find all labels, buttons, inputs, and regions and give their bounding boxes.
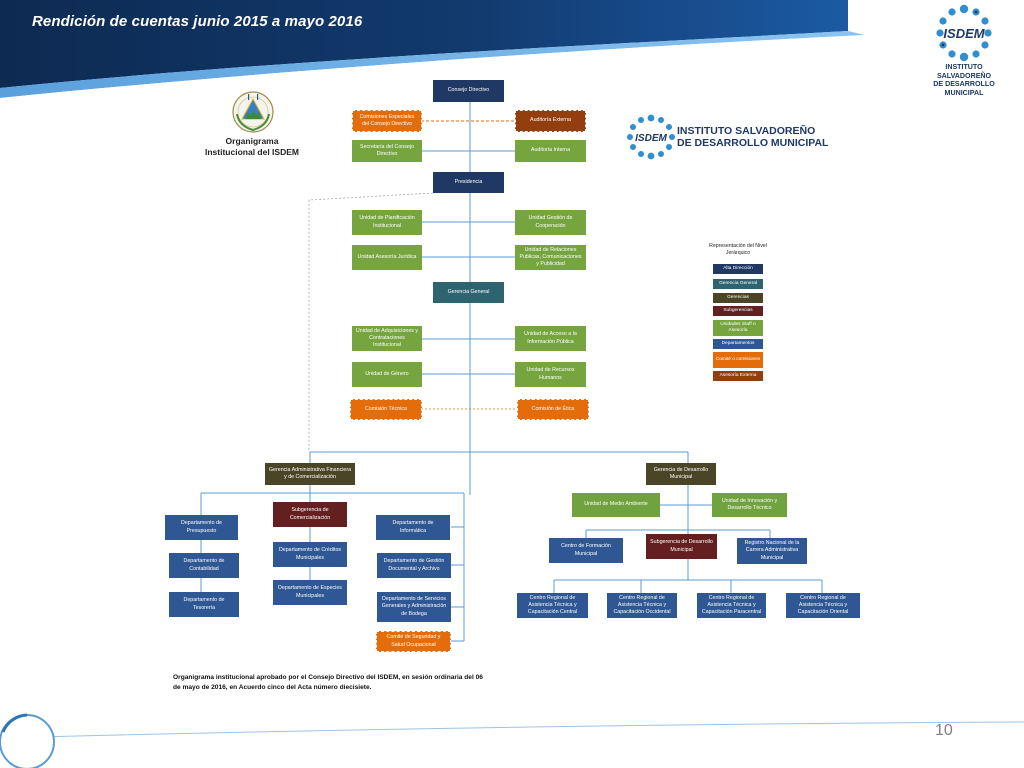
node-cr-central: Centro Regional de Asistencia Técnica y … — [517, 593, 588, 618]
isdem-logo-big-icon: ISDEM — [627, 114, 675, 160]
isdem-logo-text-small: INSTITUTO SALVADOREÑO DE DESARROLLO MUNI… — [933, 63, 995, 97]
svg-text:ISDEM: ISDEM — [943, 26, 985, 41]
node-cr-paracentral: Centro Regional de Asistencia Técnica y … — [697, 593, 766, 618]
page-title: Rendición de cuentas junio 2015 a mayo 2… — [32, 13, 363, 30]
node-sub-comercializacion: Subgerencia de Comercialización — [273, 502, 347, 527]
node-comision-etica: Comisión de Ética — [517, 399, 589, 420]
node-gerencia-administrativa: Gerencia Administrativa Financiera y de … — [265, 463, 355, 485]
node-comite-seguridad: Comité de Seguridad y Salud Ocupacional — [376, 631, 451, 652]
header-banner — [0, 0, 866, 100]
node-medio-ambiente: Unidad de Medio Ambiente — [572, 493, 660, 517]
node-cr-oriental: Centro Regional de Asistencia Técnica y … — [786, 593, 860, 618]
node-consejo-directivo: Consejo Directivo — [433, 80, 504, 102]
node-auditoria-externa: Auditoría Externa — [515, 110, 586, 132]
node-dep-presupuesto: Departamento de Presupuesto — [165, 515, 238, 540]
node-recursos-humanos: Unidad de Recursos Humanos — [515, 362, 586, 387]
node-gerencia-general: Gerencia General — [433, 282, 504, 303]
node-comision-tecnica: Comisión Técnica — [350, 399, 422, 420]
node-centro-formacion: Centro de Formación Municipal — [549, 538, 623, 563]
page-number: 10 — [935, 722, 953, 739]
legend-item-asesoria-externa: Asesoría Externa — [713, 371, 763, 381]
footer-decoration — [0, 713, 1024, 768]
node-dep-especies: Departamento de Especies Municipales — [273, 580, 347, 605]
org-chart-title: Organigrama Institucional del ISDEM — [205, 136, 299, 158]
node-presidencia: Presidencia — [433, 172, 504, 193]
legend-title: Representación del Nivel Jerárquico — [709, 243, 767, 257]
node-comisiones-especiales: Comisiones Especiales del Consejo Direct… — [352, 110, 422, 132]
node-cr-occidental: Centro Regional de Asistencia Técnica y … — [607, 593, 677, 618]
el-salvador-seal-icon — [232, 91, 274, 133]
legend-item-comite: Comité o comisiones — [713, 352, 763, 368]
node-acceso-info: Unidad de Acceso a la Información Públic… — [515, 326, 586, 351]
node-planificacion: Unidad de Planificación Institucional — [352, 210, 422, 235]
node-innovacion: Unidad de Innovación y Desarrollo Técnic… — [712, 493, 787, 517]
legend-item-gerencia-general: Gerencia General — [713, 279, 763, 289]
legend-item-gerencias: Gerencias — [713, 293, 763, 303]
legend-item-subgerencias: Subgerencias — [713, 306, 763, 316]
node-dep-tesoreria: Departamento de Tesorería — [169, 592, 239, 617]
svg-text:ISDEM: ISDEM — [635, 133, 667, 144]
node-asesoria-juridica: Unidad Asesoría Jurídica — [352, 245, 422, 270]
node-dep-informatica: Departamento de Informática — [376, 515, 450, 540]
isdem-logo-text-big: INSTITUTO SALVADOREÑO DE DESARROLLO MUNI… — [677, 125, 829, 150]
legend-item-staff: Unidades Staff o Asesoría — [713, 320, 763, 336]
node-dep-gestion-documental: Departamento de Gestión Documental y Arc… — [377, 553, 451, 578]
node-gerencia-desarrollo: Gerencia de Desarrollo Municipal — [646, 463, 716, 485]
node-gestion-cooperacion: Unidad Gestión de Cooperación — [515, 210, 586, 235]
node-auditoria-interna: Auditoría Interna — [515, 140, 586, 162]
node-sub-desarrollo: Subgerencia de Desarrollo Municipal — [646, 534, 717, 559]
node-dep-servicios-generales: Departamento de Servicios Generales y Ad… — [377, 592, 451, 622]
approval-caption: Organigrama institucional aprobado por e… — [173, 674, 483, 691]
isdem-logo-ring-icon: ISDEM — [936, 4, 992, 62]
node-adquisiciones: Unidad de Adquisiciones y Contrataciones… — [352, 326, 422, 351]
node-registro-nacional: Registro Nacional de la Carrera Administ… — [737, 538, 807, 564]
legend-item-alta-direccion: Alta Dirección — [713, 264, 763, 274]
node-dep-contabilidad: Departamento de Contabilidad — [169, 553, 239, 578]
node-relaciones-publicas: Unidad de Relaciones Publicas, Comunicac… — [515, 245, 586, 270]
legend-item-departamentos: Departamentos — [713, 339, 763, 349]
node-secretaria: Secretaría del Consejo Directivo — [352, 140, 422, 162]
node-genero: Unidad de Género — [352, 362, 422, 387]
node-dep-creditos: Departamento de Créditos Municipales — [273, 542, 347, 567]
